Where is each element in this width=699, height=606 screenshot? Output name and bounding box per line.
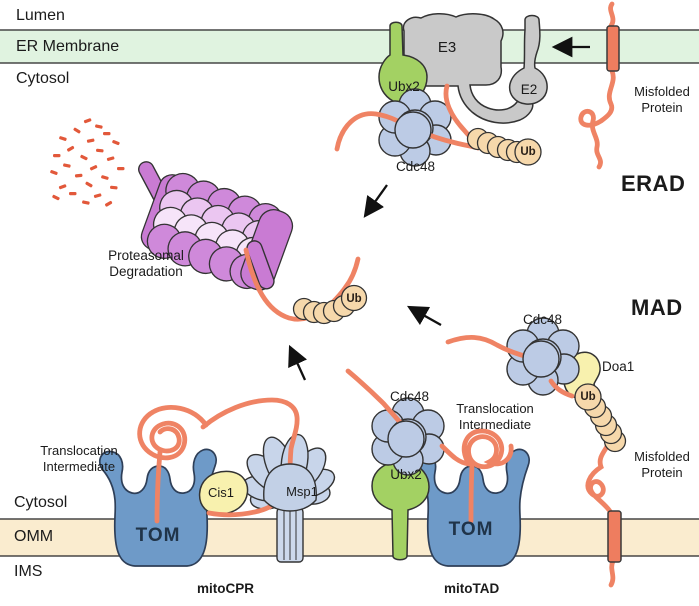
cdc48-erad-complex <box>334 83 482 167</box>
e2-enzyme-shape <box>508 14 548 105</box>
region-label-lumen: Lumen <box>16 7 65 24</box>
misfolded-mad-label: Misfolded Protein <box>634 449 690 480</box>
translocation-thread-mitocpr <box>200 397 300 518</box>
ubiquitin-chain-erad <box>466 127 542 166</box>
translocation-coil-mitotad <box>439 428 514 524</box>
tom-mitocpr-label: TOM <box>135 525 181 546</box>
region-label-cytosol-bottom: Cytosol <box>14 494 68 511</box>
ub-middle-label: Ub <box>346 293 362 305</box>
msp1-center-dome <box>263 463 317 512</box>
cis1-label: Cis1 <box>207 485 234 500</box>
erad-release-arrow <box>363 184 388 218</box>
mitotad-pathway-label: mitoTAD <box>444 581 500 596</box>
region-label-omm: OMM <box>14 528 54 545</box>
e3-label: E3 <box>437 39 457 56</box>
region-label-er-membrane: ER Membrane <box>16 38 120 55</box>
ubx2-erad-label: Ubx2 <box>388 79 420 94</box>
erad-pathway-label: ERAD <box>621 171 686 196</box>
e3-ligase-shape <box>402 13 534 124</box>
ubiquitin-chain-middle <box>292 284 368 325</box>
mitocpr-pathway-label: mitoCPR <box>197 581 254 596</box>
cdc48-erad-label: Cdc48 <box>396 159 436 174</box>
mad-pathway-label: MAD <box>631 295 683 320</box>
cdc48-mitotad-label: Cdc48 <box>390 389 430 404</box>
misfolded-protein-mad <box>585 434 622 588</box>
mad-release-arrow <box>406 305 442 327</box>
tom-mitotad-label: TOM <box>448 519 494 540</box>
omm-band <box>0 518 699 557</box>
cdc48-mad-label: Cdc48 <box>523 312 563 327</box>
ub-erad-label: Ub <box>520 146 536 158</box>
ubiquitin-chain-mad <box>574 383 627 453</box>
cdc48-mitotad-complex <box>345 368 445 476</box>
msp1-label: Msp1 <box>286 484 318 499</box>
degraded-peptide-fragments <box>50 118 125 207</box>
cdc48-mad-complex <box>445 317 580 399</box>
proteasomal-degradation-label: Proteasomal Degradation <box>108 248 184 280</box>
e2-label: E2 <box>520 82 538 97</box>
region-label-ims: IMS <box>14 563 43 580</box>
ub-mad-label: Ub <box>580 391 596 403</box>
misfolded-protein-erad <box>578 1 620 170</box>
cis1-shape <box>198 470 249 515</box>
mito-release-arrow <box>288 344 308 381</box>
translocation-coil-mitocpr <box>137 404 209 524</box>
doa1-label: Doa1 <box>602 359 635 374</box>
proteasome <box>138 161 294 291</box>
misfolded-erad-label: Misfolded Protein <box>634 84 690 115</box>
region-label-cytosol-top: Cytosol <box>16 70 70 87</box>
translocation-mitocpr-label: Translocation Intermediate <box>40 443 118 474</box>
translocation-mitotad-label: Translocation Intermediate <box>456 401 534 432</box>
ubx2-mitotad-label: Ubx2 <box>390 467 422 482</box>
